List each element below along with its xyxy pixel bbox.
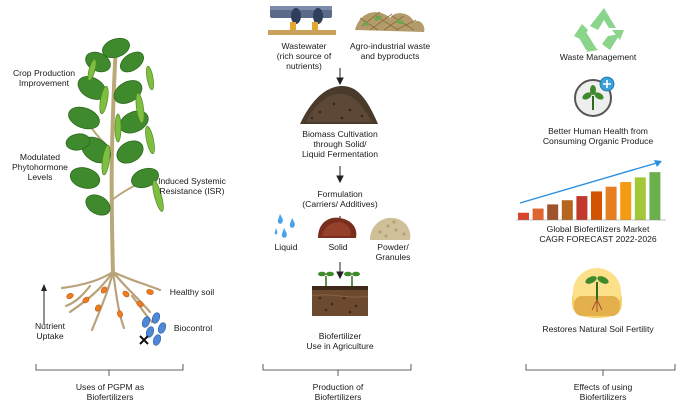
market-bar [547,204,559,220]
solid-label: Solid [328,242,348,252]
soil-seedling-icon [311,271,369,316]
market-bar [620,182,632,220]
market-bar [649,172,661,220]
healthy-soil-label: Healthy soil [169,287,215,297]
cross-icon [139,335,149,345]
wastewater-icon [268,6,336,35]
waste-management-label: Waste Management [559,52,637,62]
liquid-label: Liquid [274,242,298,252]
health-icon [574,76,615,117]
powder-granules-label: Powder/Granules [375,242,411,262]
flow-arrows [336,68,344,280]
market-bar [605,186,617,220]
section-braces [35,364,676,376]
plant-illustration [41,37,167,346]
biomass-pile-icon [300,86,378,124]
market-bar [591,191,602,220]
market-bar [576,196,588,220]
recycle-icon [574,8,624,52]
market-chart [516,160,666,221]
market-bar [561,200,573,220]
soil-fertility-icon [572,268,622,318]
soil-fertility-label: Restores Natural Soil Fertility [542,324,654,334]
solid-icon [318,217,357,238]
liquid-icon [274,214,295,238]
market-bar [634,177,646,220]
biocontrol-label: Biocontrol [173,323,213,333]
powder-granules-icon [370,217,411,240]
agro-waste-icon [355,11,425,32]
market-bar [518,212,529,220]
formulation-label: Formulation(Carriers/ Additives) [302,189,378,209]
trend-arrow [519,161,661,204]
market-bar [532,208,544,220]
